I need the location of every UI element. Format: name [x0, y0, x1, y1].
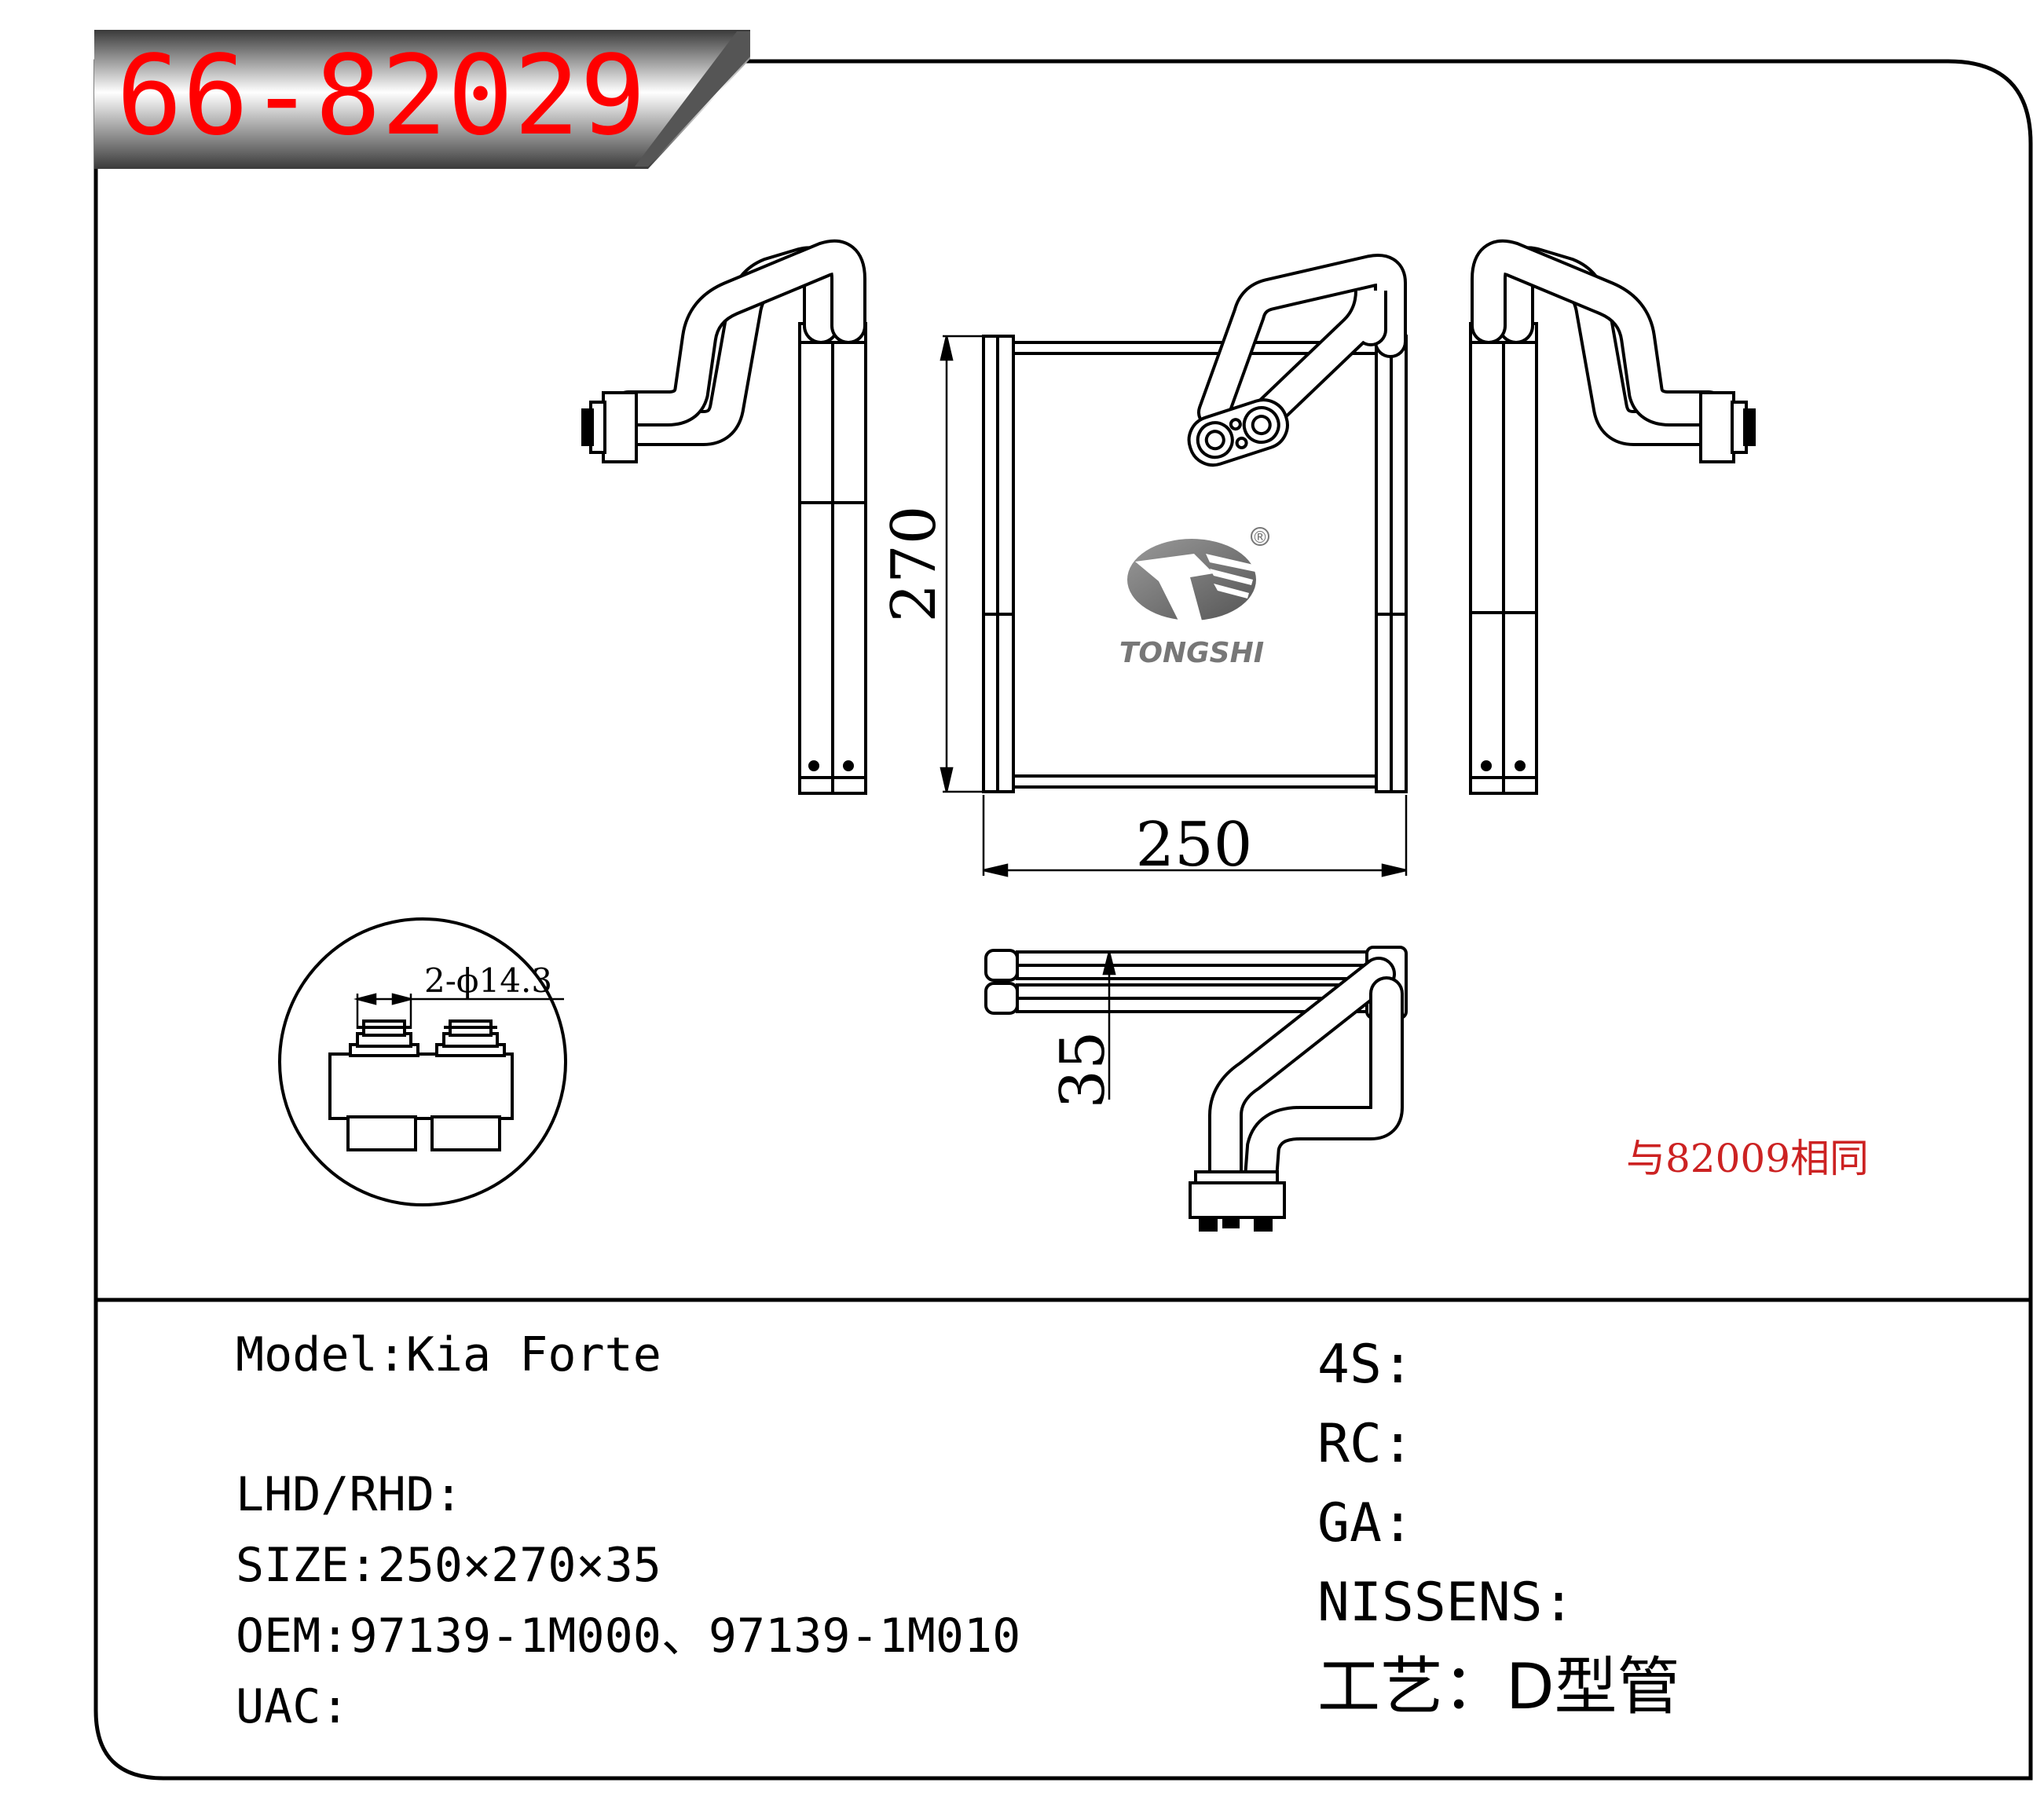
uac-line: UAC: [236, 1679, 350, 1734]
fours-line: 4S: [1317, 1334, 1414, 1396]
size-line: SIZE:250×270×35 [236, 1538, 661, 1593]
fitting-detail-view [278, 917, 567, 1206]
process-line: 工艺：D型管 [1317, 1650, 1680, 1723]
front-view [982, 254, 1408, 793]
top-view [984, 946, 1408, 1232]
diameter-callout [353, 993, 564, 1029]
right-side-view [1469, 239, 1756, 795]
width-dimension [982, 795, 1408, 877]
part-number: 66-82029 [116, 32, 646, 160]
width-value: 250 [1136, 810, 1253, 880]
height-value: 270 [879, 506, 950, 623]
logo-mark [1127, 539, 1257, 620]
rc-line: RC: [1317, 1413, 1414, 1475]
ga-line: GA: [1317, 1492, 1414, 1554]
part-number-banner: 66-82029 [94, 30, 750, 169]
outer-frame [93, 59, 2033, 1781]
diameter-label: 2-ϕ14.3 [424, 961, 552, 1000]
left-side-view [581, 239, 867, 795]
brand-name: TONGSHI [1119, 637, 1264, 669]
same-as-note: 与82009相同 [1626, 1136, 1869, 1181]
model-line: Model:Kia Forte [236, 1327, 661, 1382]
height-dimension [940, 335, 982, 793]
registered-mark: ® [1252, 528, 1268, 547]
oem-line: OEM:97139-1M000、97139-1M010 [236, 1609, 1021, 1664]
lhd-rhd-line: LHD/RHD: [236, 1467, 463, 1522]
depth-dimension [1102, 951, 1116, 1100]
depth-value: 35 [1048, 1030, 1119, 1108]
nissens-line: NISSENS: [1317, 1572, 1575, 1634]
tongshi-logo: ® TONGSHI [1119, 527, 1269, 669]
